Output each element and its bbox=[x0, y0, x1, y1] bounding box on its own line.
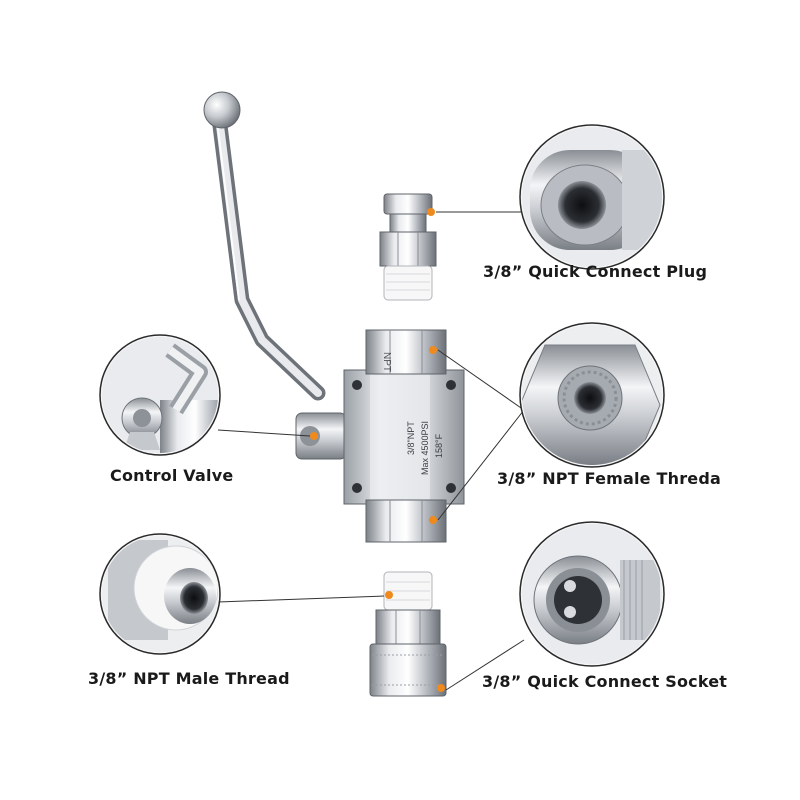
quick-connect-socket bbox=[369, 571, 447, 697]
accent-dots bbox=[310, 208, 445, 692]
body-engraving-line-3: 158°F bbox=[434, 433, 444, 458]
body-engraving-line-2: Max 4500PSI bbox=[420, 421, 430, 475]
cap-engraving: NPT bbox=[381, 352, 392, 372]
callout-male-thread bbox=[99, 533, 221, 655]
valve-body: NPT 3/8"NPT Max 4500PSI 158°F bbox=[295, 329, 465, 543]
body-engraving-line-1: 3/8"NPT bbox=[406, 421, 416, 455]
label-quick-connect-socket: 3/8” Quick Connect Socket bbox=[482, 672, 728, 691]
callout-plug bbox=[519, 124, 665, 270]
label-quick-connect-plug: 3/8” Quick Connect Plug bbox=[483, 262, 708, 281]
accent-dot-valve bbox=[310, 432, 318, 440]
callout-socket bbox=[519, 521, 665, 667]
label-control-valve: Control Valve bbox=[110, 466, 234, 485]
quick-connect-plug bbox=[379, 193, 437, 301]
accent-dot-plug bbox=[427, 208, 435, 216]
callout-female-thread bbox=[519, 322, 665, 468]
accent-dot-female-bottom bbox=[429, 516, 437, 524]
callout-connectors bbox=[217, 211, 525, 691]
valve-handle bbox=[203, 91, 326, 401]
accent-dot-socket bbox=[437, 684, 445, 692]
label-npt-female-thread: 3/8” NPT Female Threda bbox=[497, 469, 722, 488]
callout-control-valve bbox=[99, 334, 221, 456]
accent-dot-male bbox=[385, 591, 393, 599]
label-npt-male-thread: 3/8” NPT Male Thread bbox=[88, 669, 290, 688]
accent-dot-female-top bbox=[429, 346, 437, 354]
